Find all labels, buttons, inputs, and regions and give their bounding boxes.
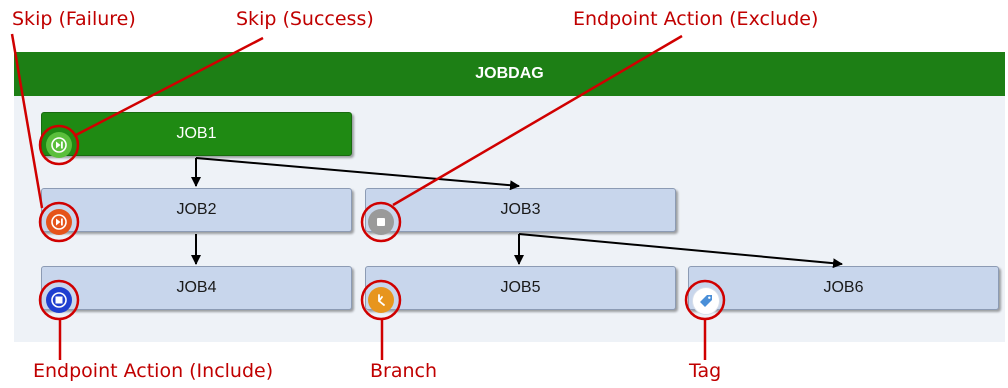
dag-title: JOBDAG: [475, 65, 544, 82]
job-label: JOB4: [176, 279, 217, 296]
job-label: JOB1: [176, 125, 217, 142]
job-node-job4[interactable]: JOB4: [41, 266, 352, 310]
dag-header: JOBDAG: [14, 52, 1005, 96]
job-label: JOB2: [176, 201, 217, 218]
skip-success-icon[interactable]: [46, 132, 72, 158]
callout-tag: Tag: [689, 360, 722, 382]
callout-skip-success: Skip (Success): [236, 8, 374, 30]
job-node-job2[interactable]: JOB2: [41, 188, 352, 232]
job-label: JOB3: [500, 201, 541, 218]
job-node-job6[interactable]: JOB6: [688, 266, 999, 310]
branch-icon[interactable]: [368, 287, 394, 313]
job-node-job5[interactable]: JOB5: [365, 266, 676, 310]
callout-endpoint-include: Endpoint Action (Include): [33, 360, 274, 382]
callout-endpoint-exclude: Endpoint Action (Exclude): [573, 8, 819, 30]
endpoint-exclude-icon[interactable]: [368, 209, 394, 235]
callout-branch: Branch: [370, 360, 438, 382]
tag-icon[interactable]: [692, 287, 720, 315]
endpoint-include-icon[interactable]: [46, 287, 72, 313]
job-node-job3[interactable]: JOB3: [365, 188, 676, 232]
skip-failure-icon[interactable]: [46, 209, 72, 235]
job-label: JOB5: [500, 279, 541, 296]
callout-skip-failure: Skip (Failure): [12, 8, 136, 30]
job-label: JOB6: [823, 279, 864, 296]
job-node-job1[interactable]: JOB1: [41, 112, 352, 156]
